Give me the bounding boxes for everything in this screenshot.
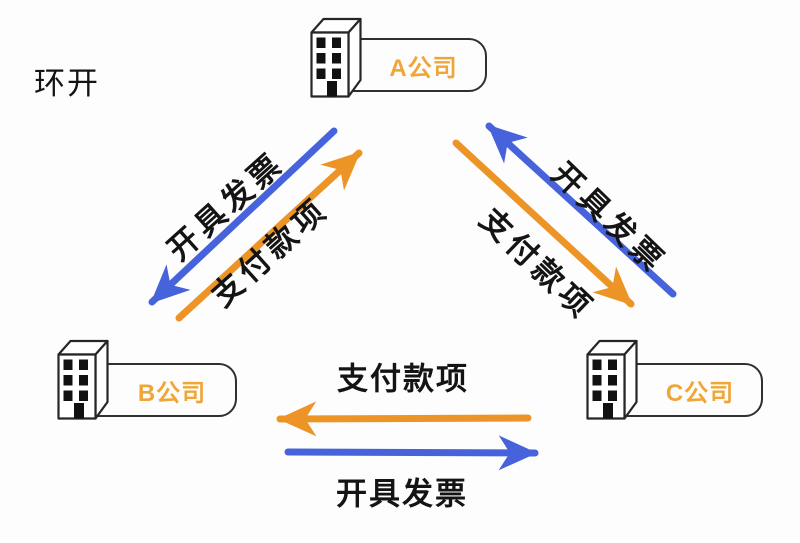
node-company-c: C公司: [586, 338, 764, 422]
arrow-b-to-a-payment: [175, 149, 363, 322]
building-icon: [586, 339, 638, 420]
edge-label-c-to-b-payment: 支付款项: [337, 361, 469, 397]
arrow-a-to-b-invoice: [148, 127, 338, 306]
company-b-label: B公司: [137, 379, 207, 407]
company-c-label: C公司: [665, 379, 735, 407]
arrow-b-to-c-invoice: [284, 435, 539, 471]
building-icon: [57, 339, 109, 420]
node-company-a: A公司: [310, 16, 488, 100]
arrow-a-to-c-payment: [452, 139, 635, 308]
node-company-b: B公司: [57, 338, 237, 422]
edge-label-b-to-c-invoice: 开具发票: [336, 476, 468, 512]
arrow-c-to-a-invoice: [485, 122, 677, 298]
building-icon: [310, 17, 362, 98]
diagram-title: 环开: [34, 66, 100, 101]
arrow-c-to-b-payment: [276, 401, 532, 437]
company-a-label: A公司: [389, 54, 458, 82]
